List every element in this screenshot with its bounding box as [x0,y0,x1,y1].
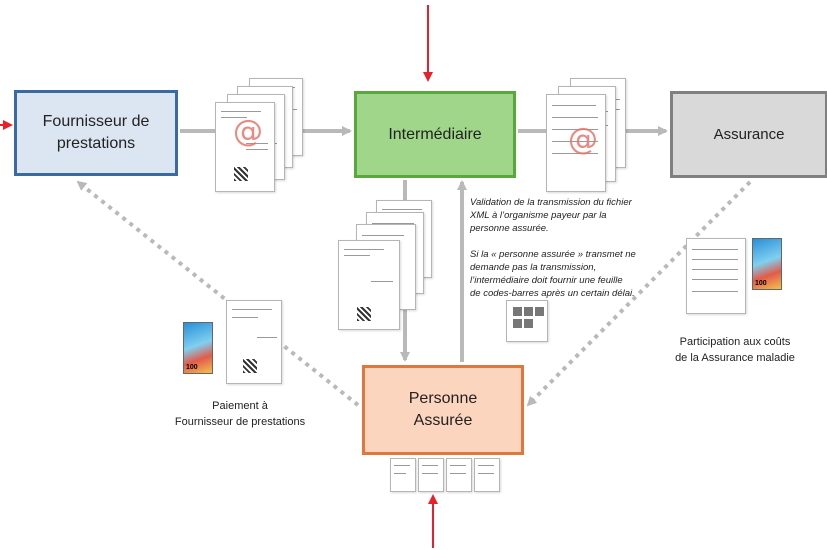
dotted-arrow-assuree-to-fournisseur [76,180,360,407]
node-personne-assuree: Personne Assurée [362,365,524,455]
node-assurance: Assurance [670,91,827,178]
validation-note: Validation de la transmission du fichier… [470,197,636,299]
node-fournisseur-de-prestations: Fournisseur de prestations [14,90,178,176]
participation-invoice [686,238,746,314]
documents-stack-center [338,200,438,330]
caption-participation: Participation aux coûts de la Assurance … [675,336,795,364]
banknote-icon-left: 100 [183,322,213,374]
barcode-sheet-icon [506,300,548,342]
banknote-icon-right: 100 [752,238,782,290]
caption-paiement: Paiement à Fournisseur de prestations [174,400,306,428]
assuree-documents [390,458,500,492]
email-at-icon-2: @ [568,122,598,157]
payment-invoice [226,300,282,384]
invoice-stack-left: @ [215,78,305,198]
node-intermediaire: Intermédiaire [354,91,516,178]
invoice-stack-right: @ [540,78,630,198]
email-at-icon: @ [233,114,263,149]
dotted-arrow-assurance-to-assuree [526,180,752,407]
